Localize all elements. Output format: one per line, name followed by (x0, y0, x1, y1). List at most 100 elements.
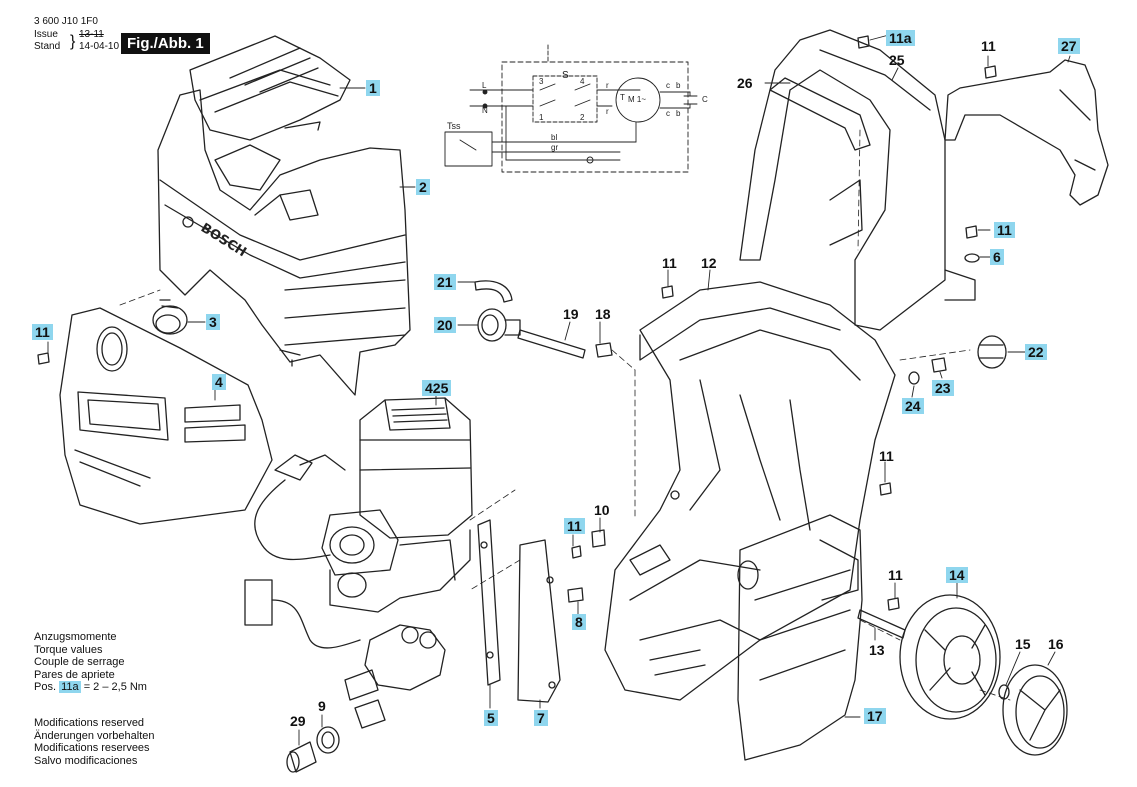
terminal-4: 4 (580, 77, 585, 86)
handle-part-25 (739, 29, 976, 331)
label-part-8: 8 (572, 614, 586, 630)
hose-part-19 (517, 329, 586, 359)
label-part-14: 14 (946, 567, 968, 583)
knob-part-22 (977, 335, 1007, 369)
label-part-425: 425 (422, 380, 452, 396)
terminal-b1: b (676, 81, 681, 90)
wiring-schematic (444, 44, 698, 173)
label-part-3: 3 (206, 314, 220, 330)
modification-notes: Modifications reserved Änderungen vorbeh… (34, 717, 154, 767)
label-part-19: 19 (563, 306, 579, 322)
label-part-11-side: 11 (879, 448, 894, 464)
label-part-11a: 11a (886, 30, 915, 46)
wire-bl: bl (551, 133, 557, 142)
terminal-c1: c (666, 81, 670, 90)
pos-ref: 11a (59, 681, 81, 693)
terminal-r2: r (606, 107, 609, 116)
figure-tag: Fig./Abb. 1 (121, 33, 210, 54)
wheel-part-14 (899, 594, 1001, 720)
filter-part-20 (477, 308, 521, 342)
label-part-11-left: 11 (32, 324, 53, 340)
main-body-part-12 (604, 281, 896, 701)
issue-label: Issue (34, 29, 58, 40)
axle-part-13 (857, 609, 906, 639)
leader-lines (47, 31, 1071, 746)
label-part-23: 23 (932, 380, 954, 396)
label-part-11-axle: 11 (888, 567, 903, 583)
wire-gr: gr (551, 143, 558, 152)
label-part-26: 26 (737, 75, 753, 91)
motor-label: M 1~ (628, 95, 646, 104)
torque-value-line: Pos. 11a = 2 – 2,5 Nm (34, 681, 147, 694)
front-cover-part-17 (737, 514, 863, 761)
label-part-9: 9 (318, 698, 326, 714)
bracket-part-7 (517, 539, 561, 703)
hubcap-part-16 (1002, 664, 1068, 756)
front-panel-part-4 (59, 307, 273, 525)
label-part-11-body: 11 (662, 255, 677, 271)
label-part-22: 22 (1025, 344, 1047, 360)
bracket-part-5 (477, 519, 501, 686)
capacitor-label: C (702, 95, 708, 104)
label-part-18: 18 (595, 306, 611, 322)
alignment-lines (119, 129, 1011, 701)
torque-notes: Anzugsmomente Torque values Couple de se… (34, 631, 147, 694)
label-part-25: 25 (889, 52, 905, 68)
terminal-T: T (620, 93, 625, 102)
tss-label: Tss (447, 121, 461, 131)
terminal-L: L (482, 81, 487, 90)
torque-line-de: Anzugsmomente (34, 631, 117, 643)
cap-part-3 (152, 299, 188, 335)
label-part-2: 2 (416, 179, 430, 195)
terminal-N: N (482, 106, 488, 115)
label-part-10: 10 (594, 502, 610, 518)
terminal-c2: c (666, 109, 670, 118)
label-part-29: 29 (290, 713, 306, 729)
label-part-15: 15 (1015, 636, 1031, 652)
pos-value: = 2 – 2,5 Nm (83, 681, 147, 693)
housing-part-2 (157, 89, 411, 396)
pump-head (344, 624, 446, 729)
label-part-12: 12 (701, 255, 717, 271)
label-part-16: 16 (1048, 636, 1064, 652)
issue-date: 14-04-10 (79, 41, 120, 52)
label-part-17: 17 (864, 708, 886, 724)
pos-prefix: Pos. (34, 681, 57, 693)
label-part-11-pump: 11 (564, 518, 585, 534)
washer-part-24 (908, 371, 920, 385)
brace: } (70, 33, 76, 50)
torque-line-fr: Couple de serrage (34, 656, 125, 668)
bosch-logo-text: BOSCH (198, 221, 249, 261)
label-part-20: 20 (434, 317, 456, 333)
adapter-part-29 (286, 741, 317, 773)
label-part-21: 21 (434, 274, 456, 290)
hose-part-21 (474, 280, 513, 303)
connector-part-9 (316, 726, 340, 754)
terminal-2: 2 (580, 113, 585, 122)
label-part-1: 1 (366, 80, 380, 96)
terminal-b2: b (676, 109, 681, 118)
issue-old: 13-11 (79, 29, 104, 40)
motor-pump-part-425 (244, 397, 473, 649)
label-part-5: 5 (484, 710, 498, 726)
label-part-27: 27 (1058, 38, 1080, 54)
frame-part-27 (944, 59, 1109, 206)
torque-line-en: Torque values (34, 643, 103, 656)
stand-label: Stand (34, 41, 61, 52)
label-part-13: 13 (869, 642, 885, 658)
mod-line-fr: Modifications reservees (34, 742, 150, 754)
mod-line-es: Salvo modificaciones (34, 754, 138, 767)
top-cover-part-1 (189, 35, 351, 141)
part-number: 3 600 J10 1F0 (34, 16, 98, 27)
label-part-4: 4 (212, 374, 226, 390)
terminal-3: 3 (539, 77, 544, 86)
mod-line-en: Modifications reserved (34, 717, 145, 729)
label-part-24: 24 (902, 398, 924, 414)
switch-label: S (562, 70, 569, 81)
torque-line-es: Pares de apriete (34, 668, 115, 681)
label-part-6: 6 (990, 249, 1004, 265)
terminal-1: 1 (539, 113, 544, 122)
washer-part-6 (964, 253, 980, 263)
label-part-11-frame: 11 (981, 38, 996, 54)
